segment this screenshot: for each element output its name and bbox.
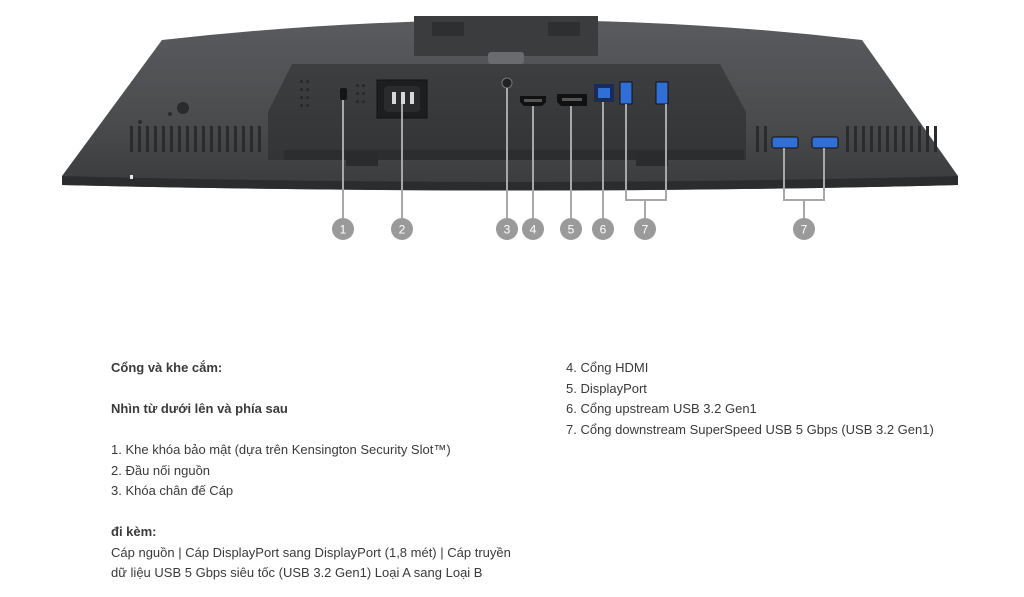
monitor-rear-diagram: 1 2 3 4 5 6 7 7: [62, 16, 958, 240]
included-line: Cáp nguồn | Cáp DisplayPort sang Display…: [111, 544, 511, 560]
list-item: 2. Đầu nối nguồn: [111, 462, 211, 478]
hdmi-port: [520, 96, 546, 106]
callout-6-label: 6: [600, 223, 607, 237]
security-lock-slot: [340, 88, 347, 100]
list-item: 5. DisplayPort: [566, 380, 647, 396]
view-subheading: Nhìn từ dưới lên và phía sau: [111, 401, 288, 416]
callout-7-rear: 7: [634, 218, 656, 240]
usb-upstream-port: [594, 84, 614, 102]
callout-5-label: 5: [568, 223, 575, 237]
callout-7-rear-label: 7: [642, 223, 649, 237]
leader-lines: [342, 88, 825, 218]
usb-downstream-ports-rear: [619, 81, 669, 105]
callout-6: 6: [592, 218, 614, 240]
callout-5: 5: [560, 218, 582, 240]
list-item: 3. Khóa chân đế Cáp: [111, 483, 234, 498]
list-item: 7. Cổng downstream SuperSpeed USB 5 Gbps…: [566, 421, 934, 437]
right-text-column: 4. Cổng HDMI 5. DisplayPort 6. Cổng upst…: [566, 358, 934, 440]
callout-2-label: 2: [399, 223, 406, 237]
callout-7-side-label: 7: [801, 223, 808, 237]
callout-7-side: 7: [793, 218, 815, 240]
callout-1-label: 1: [340, 223, 347, 237]
list-item: 4. Cổng HDMI: [566, 360, 649, 375]
list-item: 1. Khe khóa bảo mật (dựa trên Kensington…: [111, 442, 451, 457]
callout-3: 3: [496, 218, 518, 240]
callout-4: 4: [522, 218, 544, 240]
callout-2: 2: [391, 218, 413, 240]
ports-heading: Cổng và khe cắm:: [111, 360, 223, 375]
callout-1: 1: [332, 218, 354, 240]
left-text-column: Cổng và khe cắm: Nhìn từ dưới lên và phí…: [111, 358, 511, 584]
included-heading: đi kèm:: [111, 524, 157, 539]
callout-4-label: 4: [530, 223, 537, 237]
displayport-port: [557, 94, 587, 106]
included-line: dữ liệu USB 5 Gbps siêu tốc (USB 3.2 Gen…: [111, 565, 483, 580]
cable-lock-screw: [501, 77, 513, 89]
list-item: 6. Cổng upstream USB 3.2 Gen1: [566, 401, 757, 416]
callout-3-label: 3: [504, 223, 511, 237]
